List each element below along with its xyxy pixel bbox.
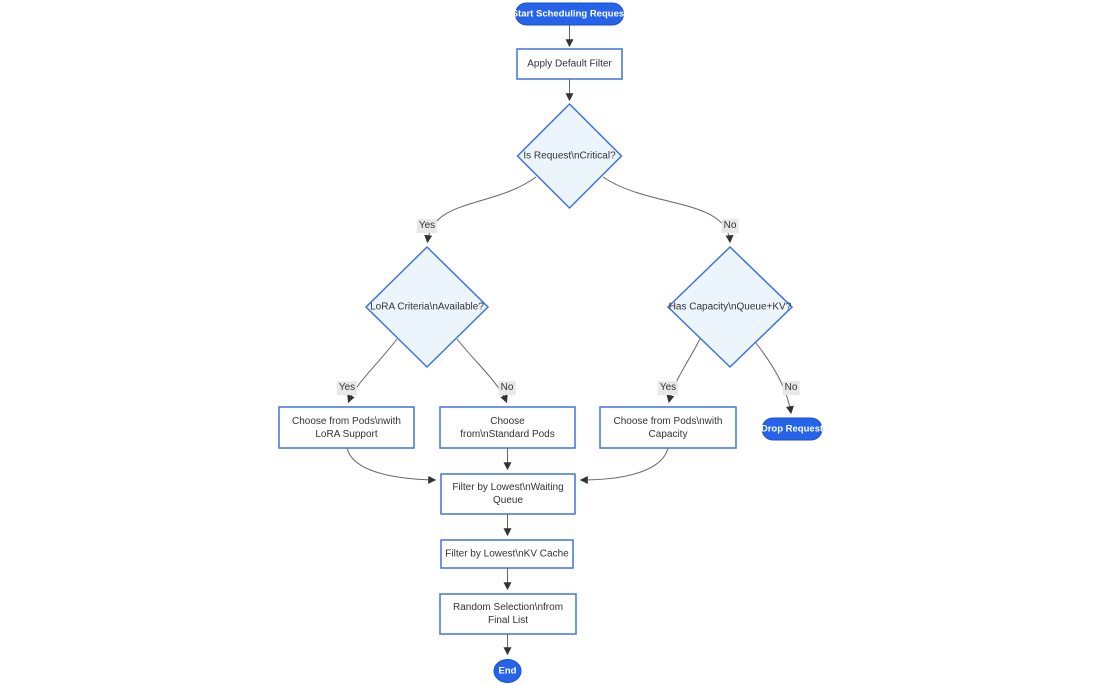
node-has-capacity-shape — [666, 245, 794, 369]
edge-capacitypods-to-filter — [579, 447, 669, 484]
node-filter-waiting-queue-label: Filter by Lowest\nWaiting Queue — [452, 482, 564, 506]
edge-lora-yes — [347, 338, 398, 404]
node-is-critical-shape — [516, 102, 623, 210]
node-is-critical-label: Is Request\nCritical? — [523, 150, 616, 162]
edge-capacity-yes — [666, 338, 701, 404]
node-random-selection-shape — [439, 593, 577, 635]
node-drop-request-shape — [761, 417, 823, 441]
node-choose-capacity-label: Choose from Pods\nwith Capacity — [613, 415, 723, 440]
node-choose-standard-shape — [439, 406, 576, 449]
node-apply-filter-label: Apply Default Filter — [527, 58, 612, 70]
edge-critical-no — [602, 176, 734, 244]
edge-label-critical-yes: Yes — [416, 219, 438, 233]
node-random-selection-label: Random Selection\nfrom Final List — [452, 602, 564, 626]
node-choose-lora-shape — [278, 406, 415, 449]
node-choose-standard-label: Choose from\nStandard Pods — [460, 415, 555, 440]
node-end-label: End — [498, 665, 517, 677]
edge-capacity-no — [755, 342, 794, 415]
node-filter-kv-cache-label: Filter by Lowest\nKV Cache — [445, 548, 569, 560]
edge-label-critical-no: No — [721, 219, 739, 233]
edge-label-lora-no: No — [498, 381, 516, 395]
node-lora-available-shape — [364, 245, 490, 369]
edge-critical-yes — [424, 176, 537, 244]
node-end-shape — [493, 659, 522, 683]
node-lora-available-label: LoRA Criteria\nAvailable? — [370, 301, 484, 313]
edge-label-lora-yes: Yes — [336, 381, 358, 395]
node-has-capacity-label: Has Capacity\nQueue+KV? — [668, 301, 792, 313]
edge-lorapods-to-filter — [346, 447, 437, 484]
node-filter-waiting-queue-shape — [440, 473, 576, 515]
edge-lora-no — [456, 338, 508, 404]
node-start-label: Start Scheduling Request — [511, 8, 628, 20]
node-filter-kv-cache-shape — [440, 539, 574, 569]
node-choose-capacity-shape — [599, 406, 737, 449]
node-apply-filter-shape — [516, 48, 623, 80]
node-drop-request-label: Drop Request — [760, 423, 824, 435]
node-choose-lora-label: Choose from Pods\nwith LoRA Support — [292, 415, 401, 440]
edge-label-capacity-yes: Yes — [657, 381, 679, 395]
edge-label-capacity-no: No — [782, 381, 800, 395]
node-start-shape — [515, 2, 624, 26]
